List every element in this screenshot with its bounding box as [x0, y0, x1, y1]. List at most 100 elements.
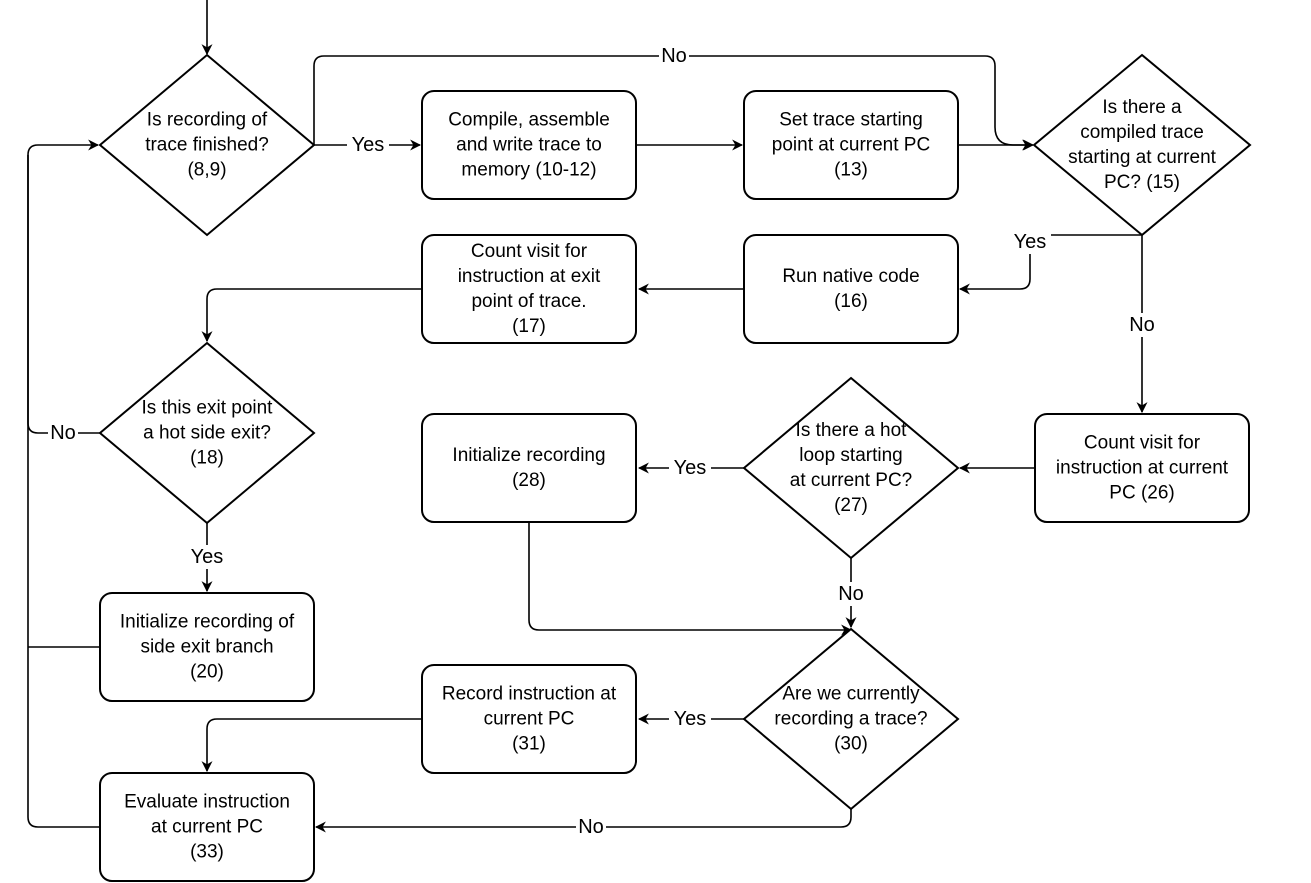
- edge-label-background: [48, 421, 78, 445]
- edge-n14-to-n1: [27, 155, 100, 828]
- node-text-line: recording a trace?: [774, 709, 927, 730]
- edge-label-yes: Yes: [352, 134, 385, 156]
- node-text-line: Record instruction at: [442, 684, 617, 705]
- node-text-line: Set trace starting: [779, 110, 923, 131]
- node-text-line: Count visit for: [471, 241, 588, 262]
- node-text-line: at current PC?: [790, 470, 913, 491]
- node-n11-box: Initialize recording (28): [421, 413, 637, 523]
- node-text-line: Run native code: [782, 266, 919, 287]
- node-text-line: instruction at exit: [458, 266, 601, 287]
- process-box: [421, 234, 637, 344]
- edge-label-background: [669, 707, 711, 731]
- edge-label-yes: Yes: [674, 457, 707, 479]
- node-n7-diamond: Is this exit point a hot side exit? (18): [98, 341, 316, 525]
- edge-label-background: [669, 456, 711, 480]
- edge-label-yes: Yes: [191, 546, 224, 568]
- node-n8-box: Initialize recording of side exit branch (…: [99, 592, 315, 702]
- process-box: [1034, 413, 1250, 523]
- node-text-line: Initialize recording: [452, 445, 605, 466]
- node-text-line: (20): [190, 662, 224, 683]
- edge-label-no: No: [838, 583, 864, 605]
- edge-label-background: [186, 545, 228, 569]
- decision-diamond: [98, 341, 316, 525]
- node-text-line: PC? (15): [1104, 172, 1180, 193]
- node-n5-box: Run native code (16): [743, 234, 959, 344]
- node-n13-box: Record instruction at current PC (31): [421, 664, 637, 774]
- node-text-line: Compile, assemble: [448, 110, 610, 131]
- node-text-line: (27): [834, 495, 868, 516]
- edge-label-yes: Yes: [1014, 231, 1047, 253]
- node-text-line: memory (10-12): [461, 160, 596, 181]
- edge-n7-to-n1: [27, 139, 100, 434]
- node-n2-box: Compile, assemble and write trace to memor…: [421, 90, 637, 200]
- node-text-line: point at current PC: [772, 135, 930, 156]
- process-box: [421, 664, 637, 774]
- decision-diamond: [98, 53, 316, 237]
- node-text-line: (16): [834, 291, 868, 312]
- node-n9-box: Count visit for instruction at current PC …: [1034, 413, 1250, 523]
- node-text-line: and write trace to: [456, 135, 602, 156]
- edge-label-no: No: [50, 422, 76, 444]
- edge-n11-to-n12: [528, 522, 853, 636]
- edge-label-background: [1009, 230, 1051, 254]
- decision-diamond: [742, 627, 960, 811]
- process-box: [743, 234, 959, 344]
- node-n12-diamond: Are we currently recording a trace? (30): [742, 627, 960, 811]
- node-text-line: Initialize recording of: [120, 612, 295, 633]
- node-n3-box: Set trace starting point at current PC (13…: [743, 90, 959, 200]
- decision-diamond: [742, 376, 960, 560]
- node-text-line: Count visit for: [1084, 433, 1201, 454]
- edge-label-background: [576, 815, 606, 839]
- node-text-line: (28): [512, 470, 546, 491]
- process-box: [99, 772, 315, 882]
- node-text-line: (8,9): [187, 160, 226, 181]
- node-text-line: loop starting: [799, 445, 903, 466]
- process-box: [99, 592, 315, 702]
- node-text-line: Evaluate instruction: [124, 792, 290, 813]
- node-text-line: PC (26): [1109, 483, 1174, 504]
- edge-label-background: [347, 133, 389, 157]
- node-text-line: Is recording of: [147, 110, 268, 131]
- edge-label-background: [1127, 313, 1157, 337]
- edge-label-no: No: [661, 45, 687, 67]
- node-text-line: trace finished?: [145, 135, 269, 156]
- edge-n13-to-n14: [201, 718, 422, 773]
- node-text-line: (18): [190, 448, 224, 469]
- nodes-layer: Is recording of trace finished? (8,9) Compi…: [98, 53, 1252, 882]
- node-text-line: a hot side exit?: [143, 423, 271, 444]
- node-text-line: compiled trace: [1080, 122, 1204, 143]
- node-text-line: current PC: [484, 709, 575, 730]
- node-text-line: Are we currently: [782, 684, 920, 705]
- edge-label-background: [659, 44, 689, 68]
- node-text-line: instruction at current: [1056, 458, 1229, 479]
- node-text-line: (30): [834, 734, 868, 755]
- edge-label-no: No: [578, 816, 604, 838]
- node-text-line: (31): [512, 734, 546, 755]
- node-text-line: Is this exit point: [142, 398, 274, 419]
- node-text-line: (33): [190, 842, 224, 863]
- process-box: [421, 90, 637, 200]
- node-text-line: side exit branch: [140, 637, 273, 658]
- node-text-line: at current PC: [151, 817, 263, 838]
- edge-label-no: No: [1129, 314, 1155, 336]
- node-n14-box: Evaluate instruction at current PC (33): [99, 772, 315, 882]
- edge-label-background: [836, 582, 866, 606]
- edge-n1-to-n4: [313, 55, 1034, 151]
- node-n6-box: Count visit for instruction at exit point …: [421, 234, 637, 344]
- node-text-line: (17): [512, 316, 546, 337]
- node-n10-diamond: Is there a hot loop starting at current PC…: [742, 376, 960, 560]
- node-n1-diamond: Is recording of trace finished? (8,9): [98, 53, 316, 237]
- process-box: [421, 413, 637, 523]
- node-text-line: point of trace.: [471, 291, 586, 312]
- process-box: [743, 90, 959, 200]
- node-text-line: starting at current: [1068, 147, 1217, 168]
- edge-n12-to-n14: [314, 809, 852, 833]
- node-text-line: (13): [834, 160, 868, 181]
- decision-diamond: [1032, 53, 1252, 237]
- edge-n6-to-n7: [201, 288, 422, 343]
- edge-label-yes: Yes: [674, 708, 707, 730]
- node-text-line: Is there a hot: [796, 420, 908, 441]
